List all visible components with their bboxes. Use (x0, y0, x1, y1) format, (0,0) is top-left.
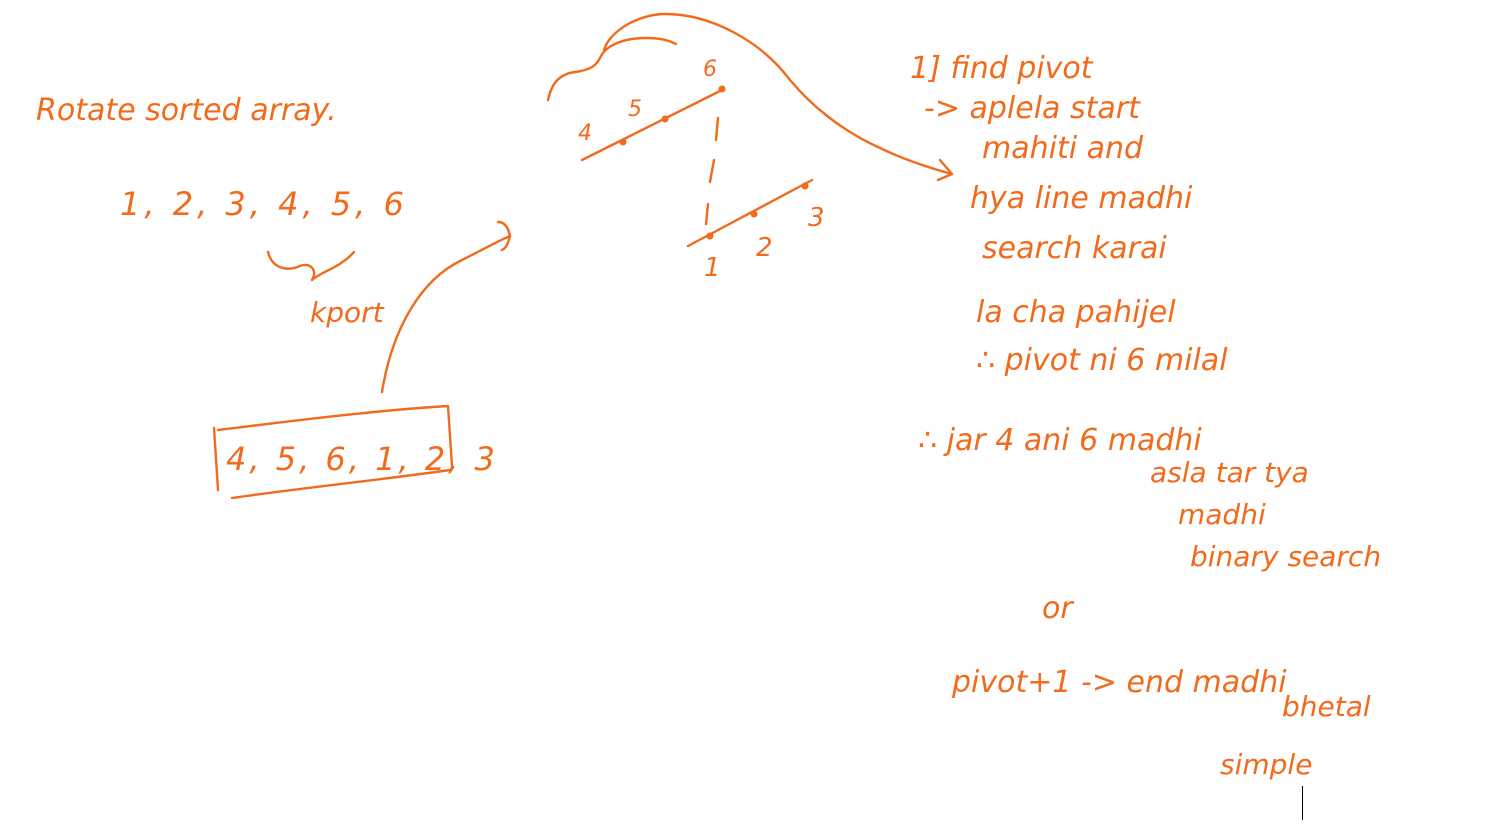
upper-line (580, 88, 724, 162)
point-5 (661, 115, 669, 123)
note-line: pivot+1 -> end madhi (951, 665, 1287, 700)
label-3: 3 (808, 203, 825, 233)
note-line: mahiti and (982, 131, 1144, 166)
point-6 (718, 85, 726, 93)
text-cursor (1302, 786, 1303, 820)
point-2 (750, 210, 758, 218)
rotated-array-text: 4, 5, 6, 1, 2, 3 (226, 440, 498, 478)
label-4: 4 (578, 121, 592, 146)
arrowhead-right (936, 158, 954, 182)
note-line: binary search (1190, 540, 1381, 573)
note-line: asla tar tya (1150, 456, 1309, 489)
note-line: hya line madhi (970, 181, 1193, 216)
point-4 (619, 138, 627, 146)
point-1 (706, 232, 714, 240)
kpart-text: kport (310, 296, 385, 329)
title-text: Rotate sorted array. (36, 93, 337, 128)
top-curve (602, 12, 954, 176)
connector-arrow-left (380, 220, 512, 394)
note-line: simple (1220, 748, 1312, 781)
note-line: -> aplela start (924, 91, 1141, 126)
label-1: 1 (704, 253, 721, 283)
curly-connector (546, 36, 678, 102)
label-2: 2 (756, 233, 773, 263)
note-line: or (1042, 591, 1074, 626)
label-6: 6 (703, 57, 717, 82)
note-line: ∴ jar 4 ani 6 madhi (918, 423, 1202, 458)
note-line: ∴ pivot ni 6 milal (976, 343, 1228, 378)
label-5: 5 (628, 97, 642, 122)
note-line: search karai (982, 231, 1167, 266)
kpart-brace (266, 250, 356, 282)
sorted-array-text: 1, 2, 3, 4, 5, 6 (120, 185, 408, 223)
dashed-drop (704, 116, 720, 226)
note-line: madhi (1178, 498, 1266, 531)
note-line: la cha pahijel (976, 295, 1176, 330)
note-line: 1] find pivot (910, 51, 1094, 86)
rotated-array-box (212, 404, 454, 500)
note-line: bhetal (1282, 690, 1371, 723)
point-3 (801, 182, 809, 190)
